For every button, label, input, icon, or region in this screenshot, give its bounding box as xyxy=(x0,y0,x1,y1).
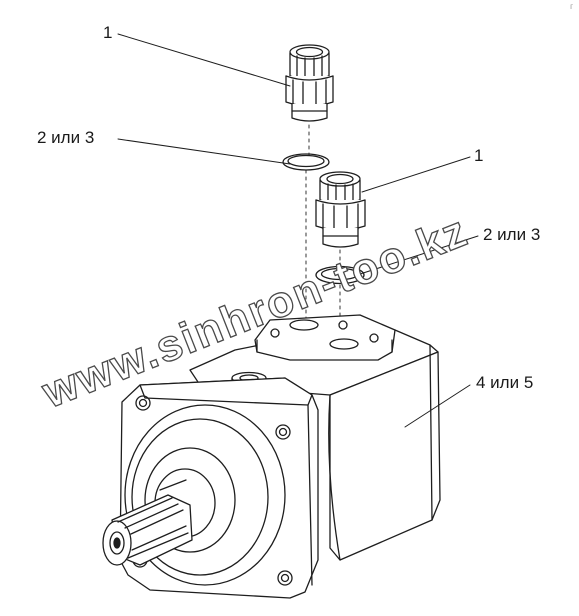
callout-motor: 4 или 5 xyxy=(476,373,534,392)
callout-fitting-top: 1 xyxy=(103,23,113,42)
callout-seal-lower: 2 или 3 xyxy=(483,225,541,244)
motor-housing xyxy=(102,314,441,599)
fitting-lower xyxy=(315,171,366,248)
callout-seal-top: 2 или 3 xyxy=(37,128,95,147)
assembly-axis-lines xyxy=(305,117,341,331)
leader-lines xyxy=(117,33,479,428)
fitting-upper xyxy=(285,44,334,122)
callout-fitting-lower: 1 xyxy=(474,146,484,165)
corner-mark: г xyxy=(570,2,573,11)
seal-ring-upper xyxy=(282,153,330,171)
